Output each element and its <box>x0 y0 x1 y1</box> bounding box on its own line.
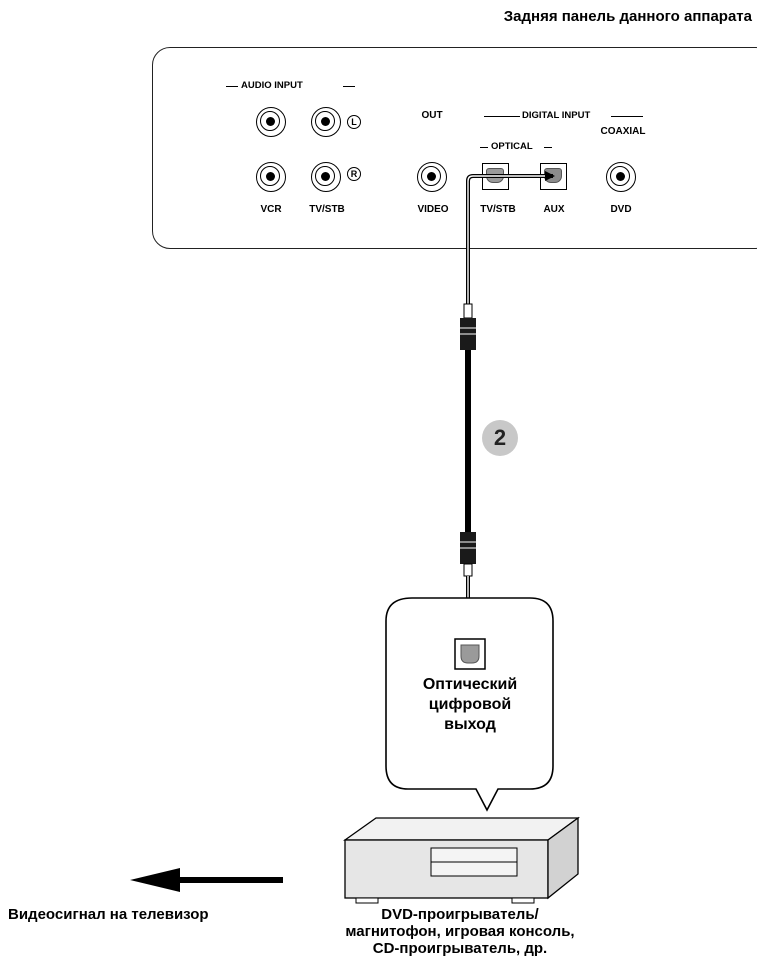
video-label: VIDEO <box>417 204 449 215</box>
audio-input-line-left <box>226 86 238 87</box>
dvd-label: DVD <box>610 204 632 215</box>
video-out-jack[interactable] <box>417 162 447 192</box>
optical-output-label-line: цифровой <box>428 696 512 713</box>
source-device-icon <box>342 816 580 904</box>
optical-output-port-icon <box>454 638 486 670</box>
optical-output-label: Оптический цифровой выход <box>395 675 545 735</box>
rear-panel <box>152 47 757 249</box>
source-device-caption: DVD-проигрыватель/ магнитофон, игровая к… <box>300 906 620 957</box>
upper-optical-plug-icon <box>460 303 476 350</box>
source-device-caption-line: DVD-проигрыватель/ <box>381 906 539 923</box>
right-channel-mark: R <box>347 167 361 181</box>
arrow-into-aux-icon <box>545 171 555 181</box>
upper-lead-line <box>466 171 555 305</box>
optical-output-label-line: Оптический <box>422 676 518 693</box>
digital-input-line-right <box>611 116 643 117</box>
optical-output-label-line: выход <box>444 716 496 733</box>
rear-panel-title: Задняя панель данного аппарата <box>503 8 752 25</box>
source-device-caption-line: CD-проигрыватель, др. <box>372 940 548 957</box>
video-to-tv-caption: Видеосигнал на телевизор <box>8 906 209 923</box>
tv-stb-audio-right-jack[interactable] <box>311 162 341 192</box>
dvd-coaxial-jack[interactable] <box>606 162 636 192</box>
digital-input-label: DIGITAL INPUT <box>522 110 591 121</box>
tv-stb-audio-left-jack[interactable] <box>311 107 341 137</box>
audio-input-label: AUDIO INPUT <box>241 80 303 91</box>
lower-optical-plug-icon <box>460 532 476 577</box>
step-number-badge: 2 <box>482 420 518 456</box>
tv-stb-audio-label: TV/STB <box>309 204 345 215</box>
left-channel-mark: L <box>347 115 361 129</box>
optical-line-left <box>480 147 488 148</box>
vcr-audio-left-jack[interactable] <box>256 107 286 137</box>
optical-label: OPTICAL <box>491 141 533 152</box>
vcr-audio-right-jack[interactable] <box>256 162 286 192</box>
optical-line-right <box>544 147 552 148</box>
audio-input-line-right <box>343 86 355 87</box>
aux-label: AUX <box>543 204 565 215</box>
video-to-tv-arrow-icon <box>130 868 283 892</box>
tv-stb-optical-label: TV/STB <box>480 204 516 215</box>
coaxial-label: COAXIAL <box>600 126 646 137</box>
speech-bubble <box>385 597 554 812</box>
out-label: OUT <box>421 110 443 121</box>
source-device-caption-line: магнитофон, игровая консоль, <box>345 923 575 940</box>
vcr-label: VCR <box>260 204 282 215</box>
digital-input-line-left <box>484 116 520 117</box>
